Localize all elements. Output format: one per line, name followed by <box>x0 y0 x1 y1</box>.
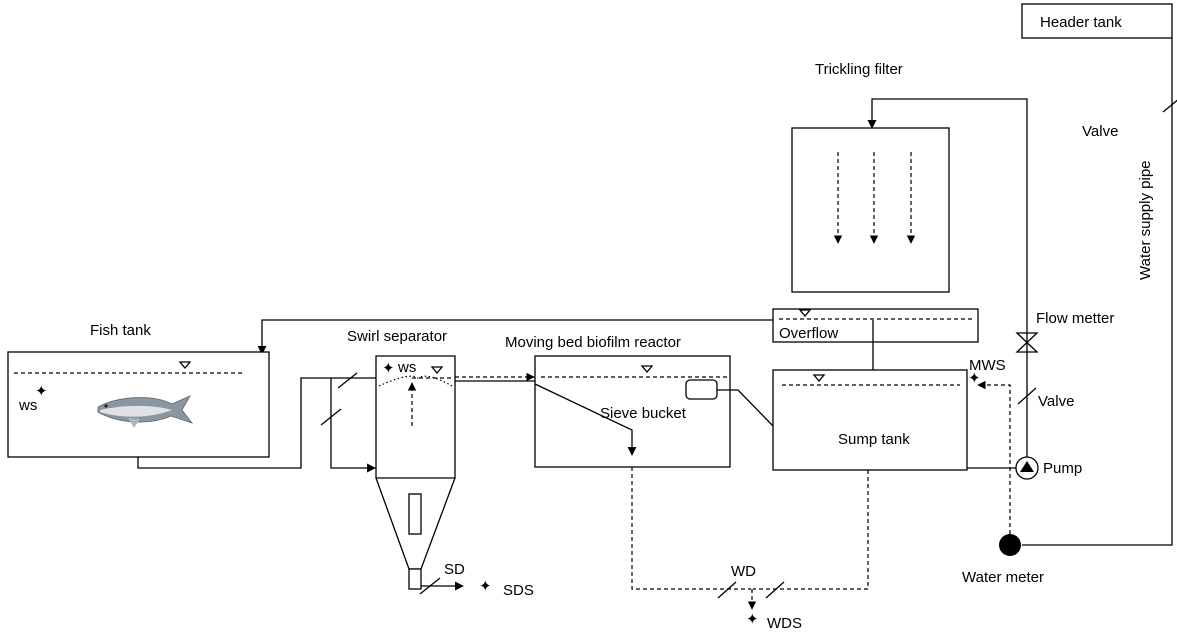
wd-label: WD <box>731 563 756 580</box>
makeup-water-line <box>978 385 1010 534</box>
wds-sampling-point: ✦ <box>746 611 759 628</box>
sd-label: SD <box>444 561 465 578</box>
water-meter <box>999 534 1021 556</box>
swirl-center-tube <box>409 494 421 534</box>
valve-fish-1 <box>338 373 357 388</box>
ws-swirl-sampling-point: ✦ <box>382 360 395 377</box>
swirl-separator <box>376 356 455 569</box>
pump-label: Pump <box>1043 460 1082 477</box>
swirl-drain <box>409 569 421 589</box>
trickling-filter <box>792 128 949 292</box>
trickling-filter-label: Trickling filter <box>815 61 903 78</box>
sump-drain-line <box>753 470 868 589</box>
flow-meter-label: Flow metter <box>1036 310 1114 327</box>
wds-label: WDS <box>767 615 802 632</box>
water-supply-pipe-label: Water supply pipe <box>1137 160 1154 280</box>
valve-right-label: Valve <box>1038 393 1074 410</box>
overflow-label: Overflow <box>779 325 838 342</box>
sieve-bucket <box>686 380 717 399</box>
ws-fish-label: ws <box>18 397 37 414</box>
valve-top-label: Valve <box>1082 123 1118 140</box>
fish-tank-label: Fish tank <box>90 322 151 339</box>
sds-label: SDS <box>503 582 534 599</box>
ws-swirl-label: ws <box>397 359 416 376</box>
mws-label: MWS <box>969 357 1006 374</box>
swirl-separator-label: Swirl separator <box>347 328 447 345</box>
wd-valve-mark-1 <box>718 582 736 598</box>
water-meter-label: Water meter <box>962 569 1044 586</box>
sieve-bucket-label: Sieve bucket <box>600 405 687 422</box>
sump-tank-label: Sump tank <box>838 431 910 448</box>
wd-valve-mark-2 <box>766 582 784 598</box>
valve-top-mark <box>1163 98 1177 112</box>
swirl-inlet-pipe <box>331 378 375 468</box>
header-tank-label: Header tank <box>1040 14 1122 31</box>
mbbr-label: Moving bed biofilm reactor <box>505 334 681 351</box>
sds-sampling-point: ✦ <box>479 578 492 595</box>
